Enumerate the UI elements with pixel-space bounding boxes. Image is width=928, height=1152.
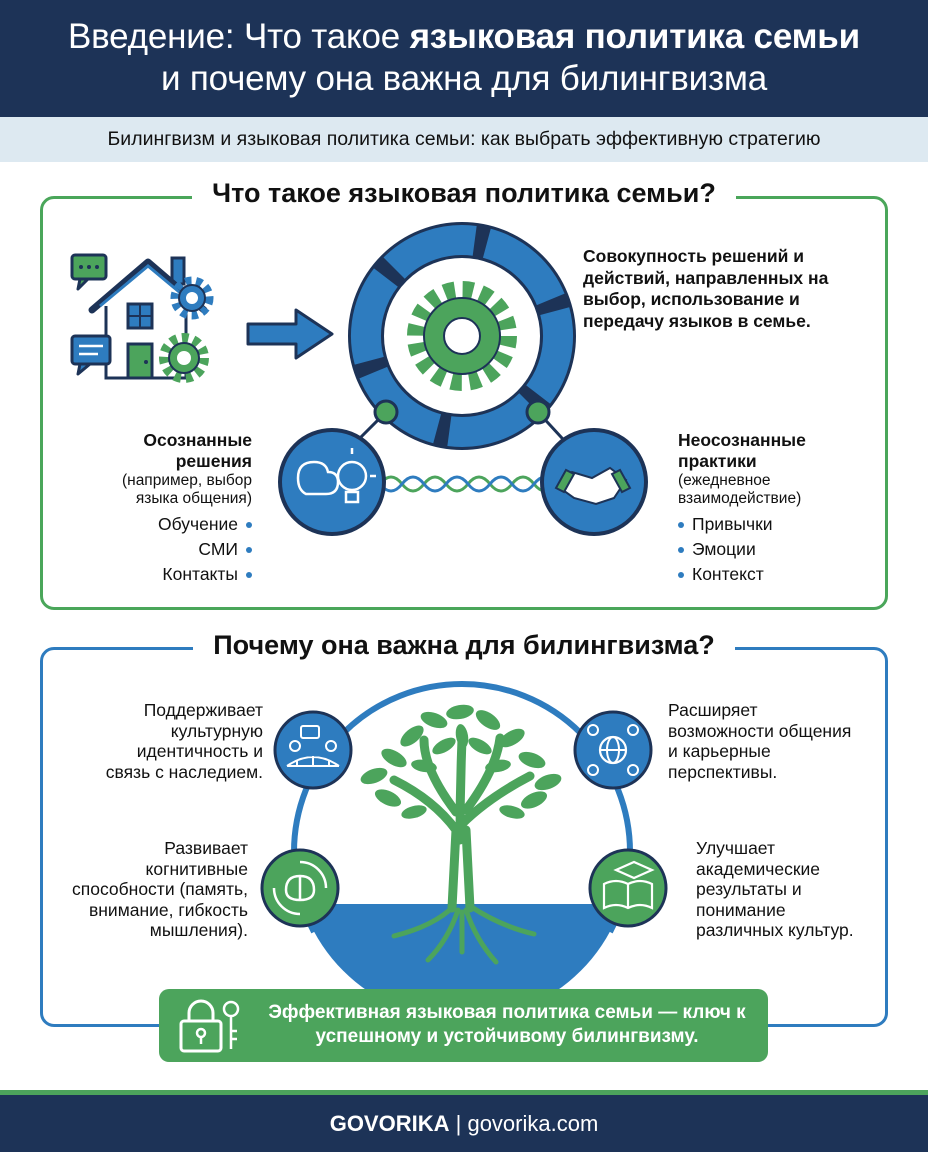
bullet-icon	[246, 522, 252, 529]
gear-icon	[159, 333, 209, 383]
bullet-icon	[678, 547, 684, 554]
brain-bulb-icon	[278, 428, 386, 536]
section-why-title: Почему она важна для билингвизма?	[0, 630, 928, 661]
list-item: Эмоции	[678, 537, 858, 562]
house-icon	[70, 253, 214, 383]
unconscious-practices-block: Неосознанные практики (ежедневное взаимо…	[678, 430, 858, 587]
bullet-icon	[246, 547, 252, 554]
bullet-icon	[246, 572, 252, 579]
list-item: Контакты	[100, 562, 252, 587]
conscious-decisions-title: Осознанные решения	[143, 430, 252, 471]
page-footer: GOVORIKA | govorika.com	[0, 1090, 928, 1152]
chat-icon	[70, 334, 112, 376]
benefit-communication: Расширяет возможности общения и карьерны…	[668, 700, 852, 782]
policy-diagram	[278, 222, 648, 536]
chat-icon	[70, 253, 108, 291]
conclusion-banner: Эффективная языковая политика семьи — кл…	[159, 989, 768, 1062]
cycle-gear-icon	[348, 222, 576, 450]
benefit-cognitive: Развивает когнитивные способности (памят…	[72, 838, 248, 940]
site-link[interactable]: govorika.com	[467, 1111, 599, 1136]
bullet-icon	[678, 522, 684, 529]
brain-cycle-icon	[260, 848, 340, 928]
list-item: Привычки	[678, 512, 858, 537]
gear-icon	[170, 276, 214, 320]
list-item: СМИ	[100, 537, 252, 562]
globe-network-icon	[573, 710, 653, 790]
book-graduation-icon	[588, 848, 668, 928]
conscious-decisions-subtitle: (например, выбор языка общения)	[121, 472, 252, 507]
page-subtitle: Билингвизм и языковая политика семьи: ка…	[0, 117, 928, 162]
policy-definition: Совокупность решений и действий, направл…	[583, 246, 829, 331]
footer-separator: |	[449, 1111, 468, 1136]
conclusion-text: Эффективная языковая политика семьи — кл…	[268, 1002, 746, 1047]
conscious-decisions-block: Осознанные решения (например, выбор язык…	[100, 430, 252, 587]
page-title-line-1: Введение: Что такое языковая политика се…	[68, 17, 860, 56]
bullet-icon	[678, 572, 684, 579]
handshake-icon	[540, 428, 648, 536]
page-header: Введение: Что такое языковая политика се…	[0, 0, 928, 117]
section-what-title: Что такое языковая политика семьи?	[0, 178, 928, 209]
unconscious-practices-title: Неосознанные практики	[678, 430, 806, 471]
lock-key-icon	[179, 999, 240, 1053]
bridge-people-icon	[273, 710, 353, 790]
page-title-line-2: и почему она важна для билингвизма	[161, 59, 767, 98]
brand-name: GOVORIKA	[329, 1111, 450, 1136]
dna-link-icon	[378, 475, 558, 493]
benefit-academic: Улучшает академические результаты и пони…	[696, 838, 854, 940]
unconscious-practices-subtitle: (ежедневное взаимодействие)	[678, 472, 802, 507]
benefit-cultural-identity: Поддерживает культурную идентичность и с…	[105, 700, 263, 782]
list-item: Обучение	[100, 512, 252, 537]
list-item: Контекст	[678, 562, 858, 587]
arrow-right-icon	[246, 308, 334, 360]
